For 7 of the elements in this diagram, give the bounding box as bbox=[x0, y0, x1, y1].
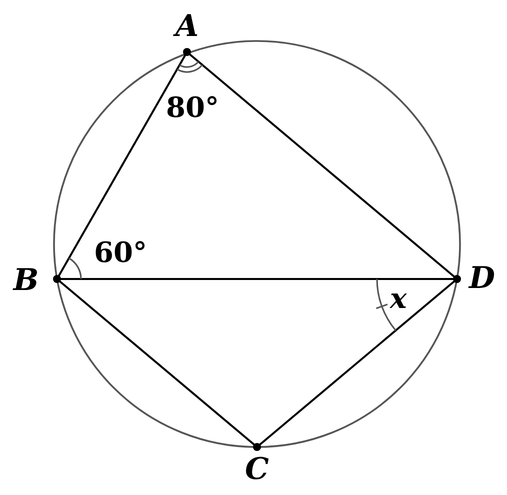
angle-label: 60° bbox=[94, 238, 147, 268]
vertex-label: B bbox=[12, 266, 40, 296]
vertex-label: C bbox=[244, 455, 270, 485]
angle-variable: x bbox=[390, 284, 407, 314]
vertex-label: D bbox=[467, 264, 496, 294]
vertex-label: A bbox=[172, 12, 200, 42]
angle-label: 80° bbox=[166, 93, 219, 123]
